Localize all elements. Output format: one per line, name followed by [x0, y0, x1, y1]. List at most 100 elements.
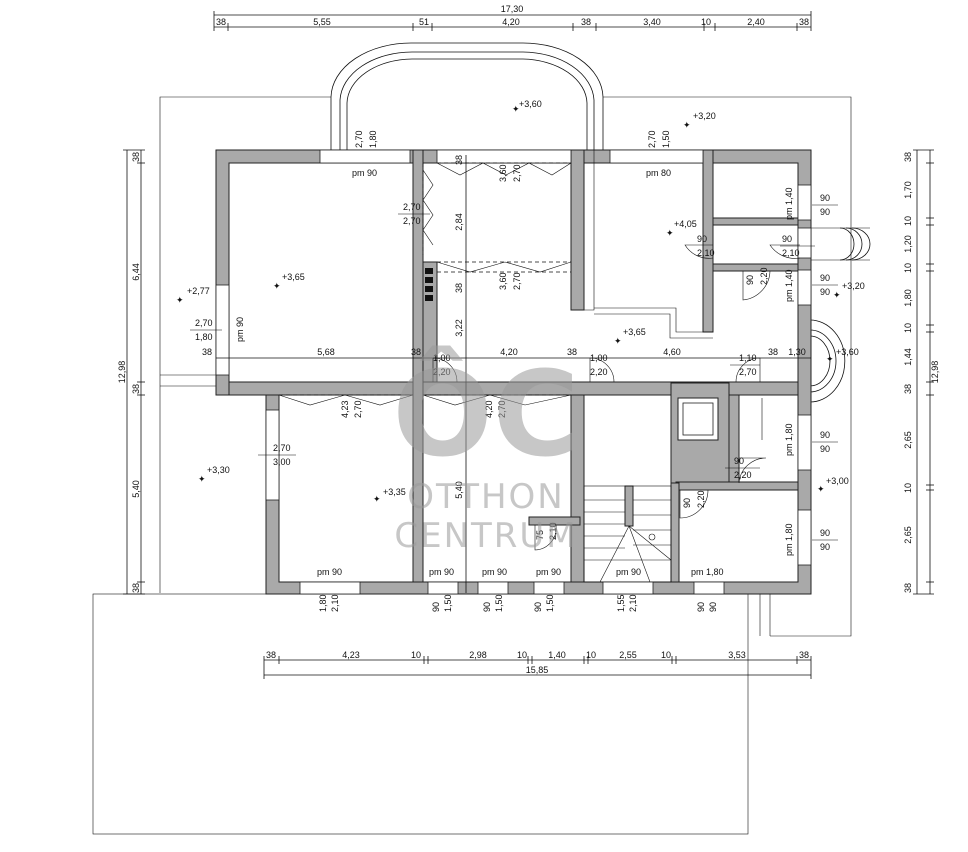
svg-text:2,10: 2,10: [628, 594, 638, 612]
svg-text:✦: ✦: [826, 354, 834, 364]
dim-label: 38: [411, 347, 421, 357]
svg-text:2,70: 2,70: [497, 400, 507, 418]
bay-window-top: [330, 42, 604, 150]
svg-text:✦: ✦: [198, 474, 206, 484]
opening-label: 90: [782, 234, 792, 244]
opening-label: 3,22: [454, 319, 464, 337]
svg-text:+3,60: +3,60: [836, 347, 859, 357]
opening-label: 1,00: [590, 353, 608, 363]
elevation-marker: ✦+3,35: [373, 487, 406, 504]
dim-label: 38: [581, 17, 591, 27]
svg-text:✦: ✦: [833, 290, 841, 300]
dim-label: 38: [266, 650, 276, 660]
opening-label: 2,70: [195, 318, 213, 328]
svg-text:2,10: 2,10: [330, 594, 340, 612]
opening-label: 90: [820, 430, 830, 440]
svg-text:1,50: 1,50: [494, 594, 504, 612]
svg-text:✦: ✦: [666, 228, 674, 238]
opening-label: 3,00: [273, 457, 291, 467]
sill-label: pm 80: [646, 168, 671, 178]
dim-total-width-bottom: 15,85: [526, 665, 549, 675]
svg-text:2,70: 2,70: [354, 130, 364, 148]
dim-label: 10: [517, 650, 527, 660]
elevation-marker: ✦+2,77: [176, 286, 210, 305]
opening-label: 38: [454, 155, 464, 165]
dim-label: 38: [903, 384, 913, 394]
terrace-outline: [92, 96, 852, 835]
opening-label: 90: [820, 193, 830, 203]
svg-text:1,50: 1,50: [661, 130, 671, 148]
dim-label: 10: [701, 17, 711, 27]
opening-label: 2,10: [697, 248, 715, 258]
svg-text:1,50: 1,50: [443, 594, 453, 612]
dim-label: 2,40: [747, 17, 765, 27]
elevation-marker: ✦+3,20: [833, 281, 865, 300]
svg-text:+3,65: +3,65: [623, 327, 646, 337]
dim-label: 10: [903, 216, 913, 226]
sill-label: pm 1,80: [784, 423, 794, 456]
opening-label: 2,20: [590, 367, 608, 377]
svg-text:1,55: 1,55: [616, 594, 626, 612]
svg-text:4,23: 4,23: [340, 400, 350, 418]
interior-walls: [228, 149, 799, 583]
opening-label: 2,20: [734, 470, 752, 480]
svg-text:90: 90: [482, 602, 492, 612]
opening-label: 1,80: [195, 332, 213, 342]
svg-text:✦: ✦: [512, 104, 520, 114]
watermark-letters: ÔC: [393, 345, 580, 483]
svg-text:2,20: 2,20: [759, 267, 769, 285]
dims-right: 12,98 38 1,70 10 1,20 10 1,80 10 1,44 38…: [903, 152, 940, 593]
notch-room: [584, 150, 713, 339]
section-lines: [216, 155, 811, 593]
watermark-line2: CENTRUM: [394, 516, 577, 556]
opening-label: 5,40: [454, 481, 464, 499]
opening-label: 90: [697, 234, 707, 244]
dims-top: 17,30 38 5,55 51 4,20 38 3,40 10 2,40 38: [216, 4, 809, 27]
opening-label: 90: [820, 287, 830, 297]
svg-text:1,80: 1,80: [318, 594, 328, 612]
dim-label: 5,68: [317, 347, 335, 357]
bay-window-right: [809, 227, 871, 403]
dim-label: 2,55: [619, 650, 637, 660]
elevation-marker: ✦+3,60: [512, 99, 542, 114]
dim-label: 51: [419, 17, 429, 27]
elevation-marker: ✦+3,65: [614, 327, 646, 346]
opening-label: 2,20: [433, 367, 451, 377]
svg-text:+3,00: +3,00: [826, 476, 849, 486]
window-openings: [215, 149, 812, 595]
sill-label: pm 1,40: [784, 269, 794, 302]
svg-text:90: 90: [745, 275, 755, 285]
shaft: [677, 397, 719, 441]
dim-label: 4,20: [500, 347, 518, 357]
opening-label: 2,70: [273, 443, 291, 453]
sill-labels: pm 90 pm 80 pm 90 pm 90 pm 90 pm 90 pm 9…: [235, 168, 794, 577]
svg-text:+3,20: +3,20: [693, 111, 716, 121]
dim-label: 38: [131, 384, 141, 394]
sill-label: pm 90: [616, 567, 641, 577]
svg-text:+3,65: +3,65: [282, 272, 305, 282]
dim-label: 38: [131, 583, 141, 593]
opening-label: 2,70: [739, 367, 757, 377]
dim-label: 3,40: [643, 17, 661, 27]
svg-text:✦: ✦: [373, 494, 381, 504]
dim-label: 10: [903, 263, 913, 273]
svg-text:+2,77: +2,77: [187, 286, 210, 296]
svg-text:+4,05: +4,05: [674, 219, 697, 229]
dim-label: 2,65: [903, 431, 913, 449]
dim-label: 10: [411, 650, 421, 660]
elevation-marker: ✦+3,60: [826, 347, 859, 364]
svg-text:2,70: 2,70: [512, 272, 522, 290]
dim-label: 1,20: [903, 235, 913, 253]
svg-text:✦: ✦: [273, 281, 281, 291]
dim-label: 2,98: [469, 650, 487, 660]
dim-label: 38: [202, 347, 212, 357]
opening-label: 90: [820, 528, 830, 538]
opening-label: 1,10: [739, 353, 757, 363]
opening-label: 2,70: [403, 202, 421, 212]
svg-text:+3,20: +3,20: [842, 281, 865, 291]
dim-label: 1,40: [548, 650, 566, 660]
sill-label: pm 1,80: [691, 567, 724, 577]
sill-label: pm 90: [482, 567, 507, 577]
opening-label: 90: [820, 542, 830, 552]
